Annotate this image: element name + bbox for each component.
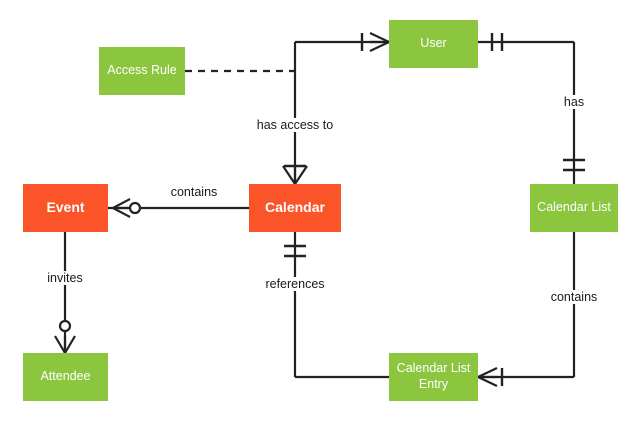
entity-calendar-list[interactable]: Calendar List: [530, 184, 618, 232]
cardinality-cle-right-one-and-many: [477, 367, 504, 387]
entity-calendar[interactable]: Calendar: [249, 184, 341, 232]
cardinality-calendar-top-one-and-many: [282, 164, 308, 185]
cardinality-user-left-one-and-many: [360, 32, 390, 52]
relationship-label-has: has: [560, 95, 588, 109]
entity-label: Attendee: [40, 369, 91, 384]
entity-attendee[interactable]: Attendee: [23, 353, 108, 401]
relationship-label-references: references: [262, 277, 328, 291]
cardinality-callist-top-one-and-only-one: [563, 158, 585, 172]
relationship-label-contains-entry: contains: [547, 290, 601, 304]
entity-label: Calendar: [265, 199, 325, 216]
cardinality-user-right-one-and-only-one: [490, 33, 504, 51]
relationship-label-contains-calendar: contains: [167, 185, 221, 199]
relationship-label-has-access-to: has access to: [253, 118, 337, 132]
cardinality-event-right-zero-or-many: [112, 198, 142, 218]
entity-access-rule[interactable]: Access Rule: [99, 47, 185, 95]
entity-label: Calendar List: [537, 200, 611, 215]
entity-user[interactable]: User: [389, 20, 478, 68]
entity-label: Event: [46, 199, 85, 216]
entity-label: User: [420, 36, 447, 51]
entity-label: Access Rule: [107, 63, 177, 78]
cardinality-calendar-bottom-one-and-only-one: [284, 244, 306, 258]
relationship-label-invites: invites: [44, 271, 86, 285]
entity-event[interactable]: Event: [23, 184, 108, 232]
cardinality-attendee-top-zero-or-many: [54, 319, 76, 354]
